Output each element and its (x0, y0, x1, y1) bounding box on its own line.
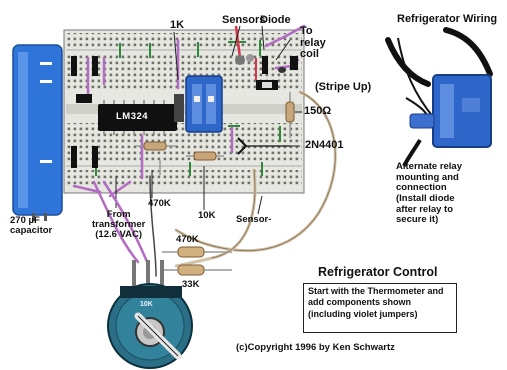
potentiometer (107, 260, 193, 369)
label-sensor-minus: Sensor- (236, 214, 272, 225)
transistor-2n4401 (237, 137, 290, 155)
flying-wires (92, 90, 337, 277)
lm324-label: LM324 (116, 111, 149, 122)
pot-resistors (162, 246, 232, 276)
label-diode: Diode (260, 14, 291, 26)
fridge-wiring-title: Refrigerator Wiring (397, 13, 498, 25)
label-transistor: 2N4401 (305, 139, 344, 151)
board-posts (71, 56, 298, 168)
label-resistor-10k: 10K (198, 210, 216, 221)
instructions-text: Start with the Thermometer and add compo… (308, 286, 444, 319)
fridge-wiring-inset (385, 27, 493, 167)
pot-label: 10K (140, 301, 153, 308)
label-resistor-470k-a: 470K (148, 198, 171, 209)
fridge-relay-note: Alternate relay mounting and connection … (396, 161, 463, 226)
instructions-box (303, 283, 457, 333)
copyright-notice: (c)Copyright 1996 by Ken Schwartz (236, 342, 395, 353)
board-resistors (136, 141, 224, 175)
resistor-1k (174, 94, 184, 122)
label-resistor-33k: 33K (182, 279, 200, 290)
capacitor (12, 44, 63, 221)
label-resistor-1k: 1K (170, 19, 185, 31)
board-relay (185, 75, 223, 133)
control-title: Refrigerator Control (318, 265, 438, 279)
sensor-parts (235, 54, 286, 90)
label-stripe-up: (Stripe Up) (315, 81, 372, 93)
label-relay-coil: To relay coil (300, 25, 326, 61)
label-resistor-470k-b: 470K (176, 234, 199, 245)
label-resistor-150: 150Ω (304, 105, 332, 117)
board-jumpers (95, 25, 281, 176)
label-transformer: From transformer (12.6 VAC) (92, 209, 146, 240)
label-capacitor: 270 µF capacitor (10, 215, 53, 236)
resistor-150 (285, 92, 295, 138)
label-sensors: Sensors (222, 14, 266, 26)
lm324-chip (98, 100, 177, 135)
